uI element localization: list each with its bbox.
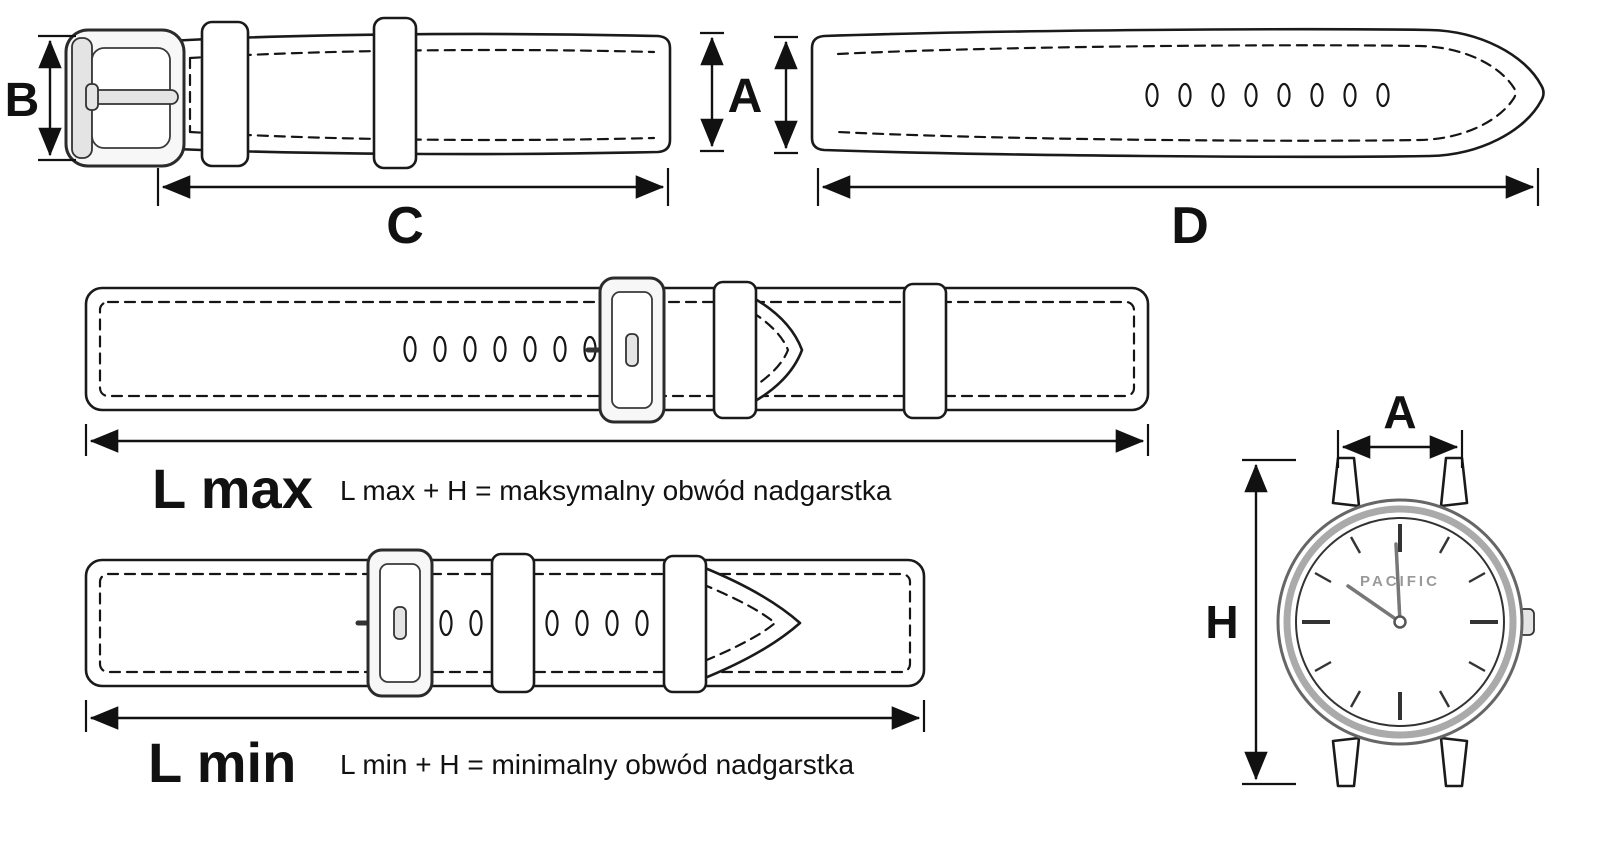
keeper-loop-fixed	[712, 280, 758, 420]
buckle-prong-pivot	[625, 333, 639, 367]
buckle-prong-pivot	[393, 606, 407, 640]
strap-tip-stitching	[750, 310, 790, 390]
keeper-loop-floating	[662, 554, 708, 694]
keeper-loop-floating	[902, 282, 948, 420]
keeper-loop-fixed	[490, 552, 536, 694]
dimension-lmin-label: L min	[148, 731, 296, 794]
strap-hole	[1277, 82, 1291, 108]
dimension-lmax: L max L max + H = maksymalny obwód nadga…	[84, 424, 1150, 520]
strap-hole	[469, 609, 483, 637]
hour-hand	[1346, 584, 1402, 624]
strap-hole	[1178, 82, 1192, 108]
dimension-a-label: A	[728, 70, 763, 123]
dimension-d: D	[816, 168, 1540, 255]
dimension-b-label: B	[5, 74, 40, 127]
strap-hole	[493, 335, 507, 363]
strap-assembled-lmax-diagram	[84, 276, 1150, 424]
dimension-d-label: D	[1171, 197, 1209, 255]
strap-hole	[605, 609, 619, 637]
buckle	[355, 548, 434, 698]
hour-marker-2	[1468, 571, 1486, 584]
strap-hole	[1145, 82, 1159, 108]
strap-hole	[575, 609, 589, 637]
hour-marker-11	[1349, 536, 1362, 554]
strap-hole	[1244, 82, 1258, 108]
strap-assembled-lmin-diagram	[84, 548, 926, 698]
minute-hand	[1394, 542, 1402, 624]
dimension-lmax-label: L max	[152, 457, 313, 520]
strap-hole	[1343, 82, 1357, 108]
buckle-prong-pivot	[85, 83, 99, 111]
strap-hole	[1310, 82, 1324, 108]
keeper-loop-fixed	[200, 20, 250, 168]
lmax-formula-text: L max + H = maksymalny obwód nadgarstka	[340, 475, 892, 506]
strap-hole	[439, 609, 453, 637]
lmin-formula-text: L min + H = minimalny obwód nadgarstka	[340, 749, 855, 780]
strap-buckle-piece-diagram	[64, 16, 672, 170]
buckle-prong	[89, 89, 179, 105]
strap-tip	[748, 294, 804, 406]
strap-hole	[1376, 82, 1390, 108]
strap-hole	[403, 335, 417, 363]
hour-marker-5	[1438, 690, 1451, 708]
dimension-h: H	[1205, 458, 1296, 786]
lug-bottom-right	[1439, 736, 1469, 788]
strap-hole	[1211, 82, 1225, 108]
strap-holes	[439, 609, 649, 637]
strap-hole	[433, 335, 447, 363]
dimension-a-watch-label: A	[1383, 386, 1416, 438]
hour-marker-8	[1314, 660, 1332, 673]
watch-brand-text: PACIFIC	[1360, 573, 1440, 590]
hour-marker-10	[1314, 571, 1332, 584]
stitching-perimeter	[836, 44, 1517, 142]
strap-band	[810, 27, 1545, 159]
hour-marker-4	[1468, 660, 1486, 673]
strap-hole	[553, 335, 567, 363]
hour-markers	[1302, 524, 1498, 720]
dimension-h-label: H	[1205, 596, 1238, 648]
keeper-loop-floating	[372, 16, 418, 170]
hands-center-pin	[1393, 615, 1407, 629]
hour-marker-7	[1349, 690, 1362, 708]
watch-illustration: PACIFIC	[1276, 456, 1535, 788]
dimension-lmin: L min L min + H = minimalny obwód nadgar…	[84, 700, 926, 794]
dimension-c: C	[156, 168, 670, 255]
dimension-a-watch: A	[1336, 386, 1464, 468]
dimension-c-label: C	[386, 197, 424, 255]
dimension-b: B	[5, 34, 76, 162]
hour-marker-1	[1438, 536, 1451, 554]
buckle	[64, 28, 186, 168]
strap-holes	[1145, 82, 1390, 108]
dimension-a-straps: A	[700, 31, 798, 155]
watch-bezel	[1283, 505, 1517, 739]
buckle	[585, 276, 666, 424]
lug-bottom-left	[1331, 736, 1361, 788]
strap-hole	[523, 335, 537, 363]
strap-holes	[403, 335, 597, 363]
strap-hole	[463, 335, 477, 363]
strap-hole	[545, 609, 559, 637]
strap-hole	[635, 609, 649, 637]
strap-long-piece-diagram	[810, 27, 1545, 159]
